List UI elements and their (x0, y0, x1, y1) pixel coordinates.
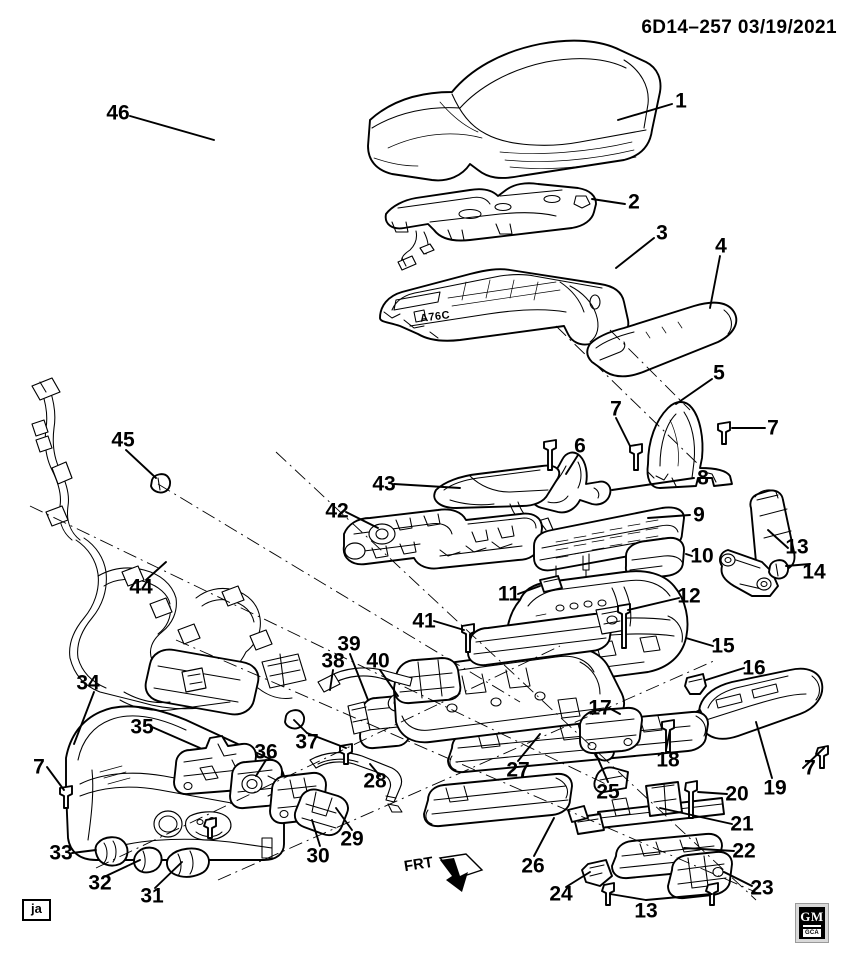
part-8-trim-bracket (530, 451, 612, 514)
callout-30[interactable]: 30 (306, 844, 330, 868)
drawing-header-code: 6D14–257 03/19/2021 (641, 17, 837, 38)
part-31-handle-knob (166, 847, 210, 878)
part-13-belt-buckle-upper (719, 489, 796, 597)
part-2-cushion-pan (384, 182, 597, 271)
callout-42[interactable]: 42 (325, 499, 349, 523)
callout-38[interactable]: 38 (321, 649, 345, 673)
part-38-link-rod (317, 667, 413, 693)
callout-16[interactable]: 16 (742, 656, 766, 680)
callout-33[interactable]: 33 (49, 841, 73, 865)
gm-logo-subtext: GCA (803, 928, 821, 937)
callout-41[interactable]: 41 (412, 609, 436, 633)
callout-24[interactable]: 24 (549, 882, 573, 906)
part-1-cushion-cover (367, 39, 662, 182)
part-4-bolster-pad (586, 301, 738, 378)
part-32-cap (133, 846, 163, 874)
callout-7a[interactable]: 7 (610, 397, 622, 421)
callout-26[interactable]: 26 (521, 854, 545, 878)
callout-9[interactable]: 9 (693, 503, 705, 527)
callout-3[interactable]: 3 (656, 221, 668, 245)
gm-logo: GM GCA (795, 903, 829, 943)
callout-22[interactable]: 22 (732, 839, 756, 863)
part-5-recliner-cover (646, 401, 733, 489)
callout-39[interactable]: 39 (337, 632, 361, 656)
part-21-bracket-rail (567, 781, 725, 835)
callout-11[interactable]: 11 (497, 582, 521, 606)
part-43-heater-pad (433, 464, 561, 541)
callout-40[interactable]: 40 (366, 649, 390, 673)
callout-23[interactable]: 23 (750, 876, 774, 900)
callout-36[interactable]: 36 (254, 740, 278, 764)
part-33-bushing (94, 836, 129, 867)
callout-21[interactable]: 21 (730, 812, 754, 836)
callout-19[interactable]: 19 (763, 776, 787, 800)
seat-track-base-assembly (393, 605, 627, 744)
callout-5[interactable]: 5 (713, 361, 725, 385)
callout-34[interactable]: 34 (76, 671, 100, 695)
callout-14[interactable]: 14 (802, 560, 826, 584)
callout-29[interactable]: 29 (340, 827, 364, 851)
callout-13a[interactable]: 13 (785, 535, 809, 559)
callout-35[interactable]: 35 (130, 715, 154, 739)
part-3-seat-frame (379, 268, 630, 346)
callout-6[interactable]: 6 (574, 434, 586, 458)
callout-7d[interactable]: 7 (33, 755, 45, 779)
callout-31[interactable]: 31 (140, 884, 164, 908)
part-24-small-bracket (581, 859, 613, 887)
callout-37[interactable]: 37 (295, 730, 319, 754)
callout-46[interactable]: 46 (106, 101, 130, 125)
part-44-wiring-harness (31, 377, 307, 716)
part-16-plug-cap (684, 673, 707, 695)
part-42-lumbar-module (342, 508, 543, 570)
callout-44[interactable]: 44 (129, 575, 153, 599)
gm-logo-text: GM (800, 908, 824, 924)
callout-43[interactable]: 43 (372, 472, 396, 496)
part-27-track-cover (447, 710, 709, 774)
callout-27[interactable]: 27 (506, 758, 530, 782)
assembly-centerlines (29, 325, 761, 901)
part-28-actuator-rod (309, 751, 403, 813)
callout-15[interactable]: 15 (711, 634, 735, 658)
gm-logo-bar (802, 924, 822, 927)
callout-17[interactable]: 17 (588, 696, 612, 720)
callout-32[interactable]: 32 (88, 871, 112, 895)
callout-8[interactable]: 8 (697, 466, 709, 490)
part-9-vent-panel (533, 506, 685, 601)
callout-25[interactable]: 25 (596, 780, 620, 804)
leader-lines (46, 103, 825, 901)
part-29-lever-bracket (293, 788, 349, 837)
callout-12[interactable]: 12 (677, 584, 701, 608)
callout-18[interactable]: 18 (656, 748, 680, 772)
callout-4[interactable]: 4 (715, 234, 727, 258)
callout-20[interactable]: 20 (725, 782, 749, 806)
callout-28[interactable]: 28 (363, 769, 387, 793)
part-26-lower-rail (423, 772, 573, 828)
callout-2[interactable]: 2 (628, 190, 640, 214)
callout-7c[interactable]: 7 (804, 756, 816, 780)
callout-10[interactable]: 10 (690, 544, 714, 568)
callout-7b[interactable]: 7 (767, 416, 779, 440)
callout-45[interactable]: 45 (111, 428, 135, 452)
part-23-latch-bottom (667, 850, 733, 900)
callout-1[interactable]: 1 (675, 89, 687, 113)
front-direction-arrow-icon (438, 853, 484, 892)
sheet-tag: ja (22, 899, 51, 921)
callout-13b[interactable]: 13 (634, 899, 658, 923)
